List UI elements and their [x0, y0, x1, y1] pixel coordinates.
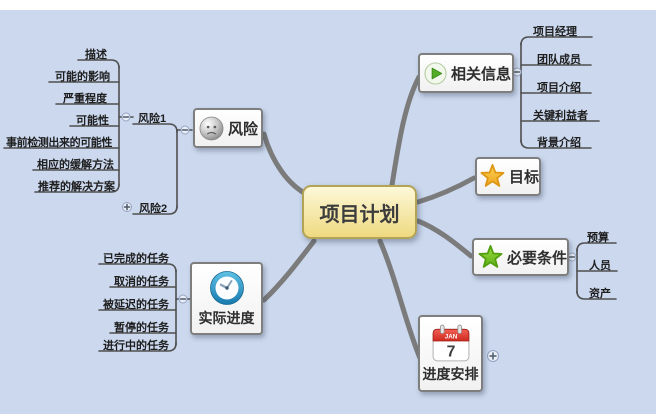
calendar-month-label: JAN: [444, 333, 457, 340]
topic-info[interactable]: 相关信息: [418, 53, 514, 93]
risk1-children-connectors: [3, 59, 134, 193]
topic-requirements-label: 必要条件: [507, 249, 568, 267]
subtopic-label[interactable]: 项目经理: [533, 26, 577, 38]
central-topic[interactable]: 项目计划: [302, 185, 417, 239]
subtopic-label[interactable]: 可能的影响: [55, 71, 110, 83]
collapse-minus-risk-icon[interactable]: [180, 125, 190, 135]
subtopic-label[interactable]: 项目介绍: [537, 82, 581, 94]
topic-requirements[interactable]: 必要条件: [472, 238, 569, 276]
topic-goal-label: 目标: [509, 169, 540, 186]
topic-risk[interactable]: 风险: [193, 108, 263, 148]
subtopic-label[interactable]: 人员: [589, 260, 611, 272]
collapse-minus-requirements-icon[interactable]: [567, 252, 577, 262]
subtopic-risk2[interactable]: 风险2: [139, 203, 168, 215]
subtopic-label[interactable]: 背景介绍: [537, 137, 581, 149]
subtopic-label[interactable]: 预算: [587, 232, 609, 244]
subtopic-label[interactable]: 团队成员: [537, 54, 581, 66]
topic-risk-label: 风险: [228, 120, 259, 138]
expand-plus-risk2-icon[interactable]: [122, 202, 132, 212]
topic-goal[interactable]: 目标: [475, 157, 541, 196]
collapse-minus-progress-icon[interactable]: [178, 294, 188, 304]
subtopic-label[interactable]: 相应的缓解方法: [37, 159, 114, 171]
subtopic-label[interactable]: 严重程度: [63, 93, 107, 105]
gray-ball-icon: [199, 116, 224, 140]
subtopic-label[interactable]: 进行中的任务: [103, 340, 169, 352]
central-topic-label: 项目计划: [319, 203, 400, 226]
subtopic-label[interactable]: 暂停的任务: [114, 322, 169, 334]
play-icon: [424, 61, 447, 85]
subtopic-label[interactable]: 关键利益者: [533, 110, 588, 122]
green-star-icon: [478, 244, 503, 268]
subtopic-label[interactable]: 被延迟的任务: [103, 299, 169, 311]
subtopic-label[interactable]: 事前检测出来的可能性: [6, 137, 112, 149]
topic-progress[interactable]: 实际进度: [190, 262, 263, 335]
subtopic-label[interactable]: 已完成的任务: [103, 253, 169, 265]
calendar-icon: JAN 7: [432, 324, 469, 362]
yellow-star-icon: [480, 164, 505, 187]
collapse-minus-risk1-icon[interactable]: [121, 112, 131, 122]
subtopic-label[interactable]: 推荐的解决方案: [38, 181, 115, 193]
collapse-minus-info-icon[interactable]: [512, 67, 522, 77]
subtopic-label[interactable]: 取消的任务: [114, 276, 169, 288]
progress-children-connectors: [98, 263, 191, 352]
topic-progress-label: 实际进度: [198, 310, 255, 326]
subtopic-label[interactable]: 描述: [85, 49, 107, 61]
topic-schedule[interactable]: JAN 7 进度安排: [418, 315, 483, 392]
subtopic-label[interactable]: 资产: [589, 288, 611, 300]
expand-plus-schedule-icon[interactable]: [487, 350, 499, 362]
topic-info-label: 相关信息: [451, 65, 512, 83]
subtopic-label[interactable]: 可能性: [76, 115, 109, 127]
topic-schedule-label: 进度安排: [422, 366, 479, 382]
clock-icon: [209, 271, 244, 305]
subtopic-risk1[interactable]: 风险1: [138, 113, 167, 125]
calendar-day-label: 7: [446, 344, 455, 361]
